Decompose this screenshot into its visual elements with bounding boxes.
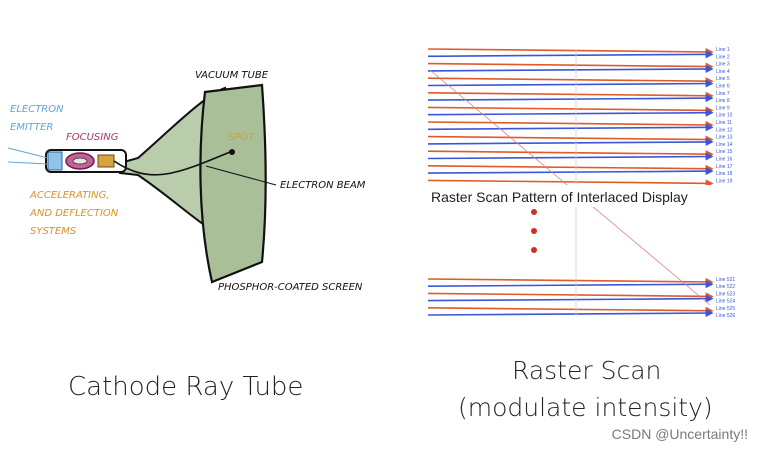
scan-line (427, 79, 714, 88)
scan-line (427, 306, 714, 315)
raster-title: Raster Scan Pattern of Interlaced Displa… (431, 189, 688, 205)
scan-line-label: Line 10 (716, 113, 733, 119)
scan-line (427, 167, 714, 176)
scan-line-label: Line 523 (716, 291, 735, 297)
emitter-label-1: ELECTRON (10, 104, 64, 115)
ellipsis-dot-3 (531, 247, 537, 253)
electron-emitter (47, 151, 63, 171)
scan-line-label: Line 17 (716, 164, 733, 170)
focusing-coil-core (72, 157, 88, 165)
scan-line (427, 152, 714, 161)
scan-line (427, 47, 714, 56)
watermark: CSDN @Uncertainty!! (611, 426, 748, 442)
electron-beam-label: ELECTRON BEAM (280, 180, 366, 191)
screen-label: PHOSPHOR-COATED SCREEN (218, 282, 363, 293)
scan-line (427, 277, 714, 286)
scan-line-label: Line 3 (716, 62, 730, 68)
scan-line-label: Line 6 (716, 84, 730, 90)
phosphor-screen (199, 83, 267, 284)
title-backdrop (428, 185, 718, 207)
scan-line-label: Line 16 (716, 157, 733, 163)
scan-line-label: Line 522 (716, 284, 735, 290)
scan-line (427, 77, 714, 86)
scan-line (427, 108, 714, 117)
scan-line (427, 106, 714, 115)
accel-label-2: AND DEFLECTION (29, 208, 119, 219)
crt-caption: Cathode Ray Tube (68, 372, 304, 402)
scan-line (427, 137, 714, 146)
scan-line-label: Line 13 (716, 135, 733, 141)
emitter-pointer (7, 147, 49, 159)
ellipsis-dot-2 (531, 228, 537, 234)
scan-line (427, 62, 714, 71)
scan-line (427, 294, 714, 303)
scan-line (427, 292, 714, 301)
raster-caption-line-1: Raster Scan (512, 356, 662, 385)
scan-line (427, 309, 714, 318)
scan-line-label: Line 5 (716, 76, 730, 82)
scan-line-label: Line 7 (716, 91, 730, 97)
scan-line-label: Line 15 (716, 149, 733, 155)
accel-label-3: SYSTEMS (30, 226, 77, 237)
scan-line-label: Line 4 (716, 69, 730, 75)
scan-line (427, 94, 714, 103)
scan-line-label: Line 19 (716, 178, 733, 184)
scan-line-label: Line 14 (716, 142, 733, 148)
scan-line-label: Line 2 (716, 54, 730, 60)
scan-line-label: Line 9 (716, 105, 730, 111)
scan-line (427, 120, 714, 129)
emitter-pointer-2 (7, 161, 49, 165)
scan-line-label: Line 18 (716, 171, 733, 177)
scan-line-label: Line 1 (716, 47, 730, 53)
ellipsis-dot-1 (531, 209, 537, 215)
scan-line-label: Line 525 (716, 306, 735, 312)
scan-line (427, 179, 714, 188)
spot-point (229, 149, 235, 155)
scan-line (427, 123, 714, 132)
deflection-plates (97, 154, 115, 168)
scan-line (427, 135, 714, 144)
emitter-label-2: EMITTER (10, 122, 53, 133)
scan-line (427, 64, 714, 73)
scan-line-label: Line 12 (716, 127, 733, 133)
scan-line-label: Line 11 (716, 120, 732, 126)
scan-line (427, 280, 714, 289)
scan-line (427, 164, 714, 173)
scan-line-label: Line 526 (716, 313, 735, 319)
beam-pointer (205, 165, 277, 186)
crt-diagram: VACUUM TUBE ELECTRON EMITTER FOCUSING SP… (7, 70, 366, 293)
scan-line-label: Line 8 (716, 98, 730, 104)
spot-label: SPOT (228, 132, 255, 143)
scan-line (427, 150, 714, 159)
scan-line (427, 91, 714, 100)
vacuum-tube-label: VACUUM TUBE (195, 70, 269, 81)
electron-beam-path (113, 151, 231, 176)
scan-line-label: Line 521 (716, 277, 735, 283)
raster-caption-line-2: (modulate intensity) (458, 393, 713, 422)
accel-label-1: ACCELERATING, (29, 190, 110, 201)
scan-line-label: Line 524 (716, 299, 735, 305)
focusing-label: FOCUSING (66, 132, 119, 143)
scan-line (427, 50, 714, 59)
